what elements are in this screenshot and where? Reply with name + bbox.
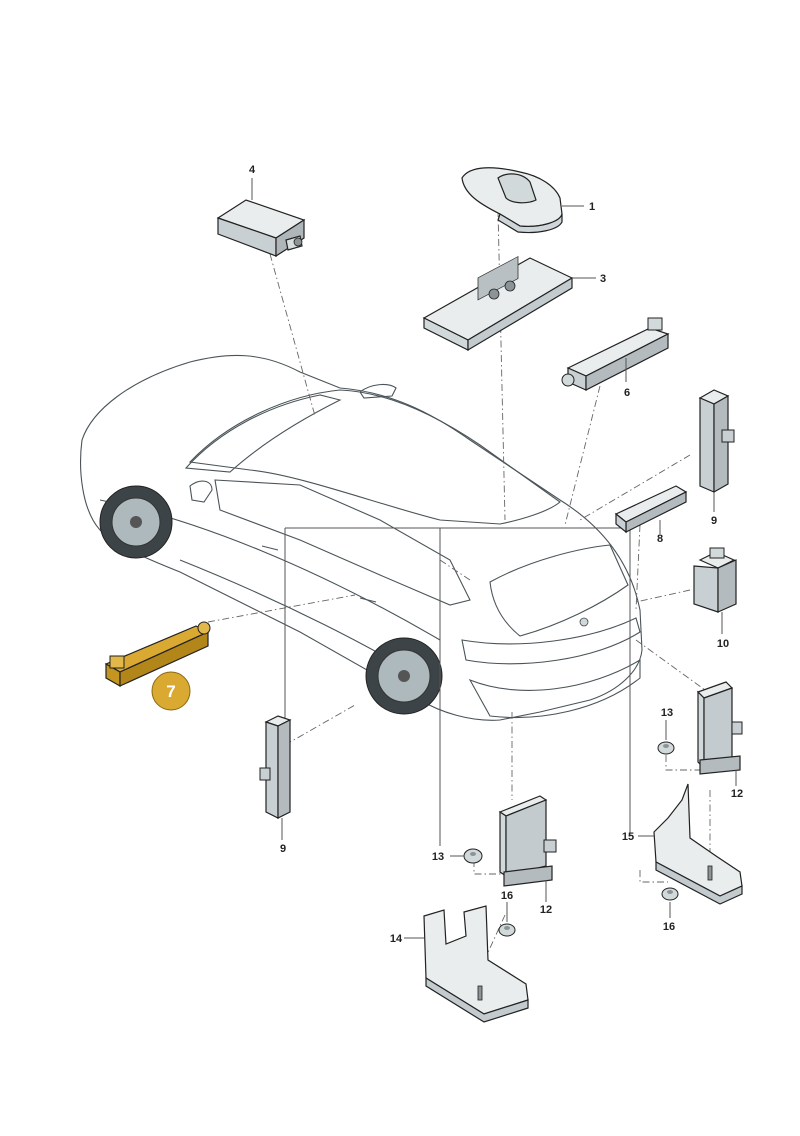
car-roof-fin [359, 383, 397, 399]
part-8-sensor-bar [614, 485, 688, 534]
car-rear-wheel [365, 637, 443, 715]
part-13-nut-lower [463, 848, 483, 864]
label-part-4: 4 [249, 164, 256, 176]
car-windshield [184, 394, 342, 473]
car-rear-bumper [468, 659, 641, 719]
label-part-16-center: 16 [501, 890, 513, 902]
part-1-roof-antenna [461, 167, 563, 234]
part-3-roof-module [422, 255, 574, 352]
part-7-label: 7 [166, 682, 175, 701]
label-part-8: 8 [657, 533, 663, 545]
label-part-9-lower: 9 [280, 843, 286, 855]
part-12-bracket-unit-center [498, 795, 557, 887]
part-4-control-unit [216, 199, 306, 258]
car-door-handle [359, 597, 377, 603]
part-16-nut-right [661, 887, 679, 901]
part-14-mounting-bracket [423, 905, 529, 1023]
car-illustration [80, 354, 643, 721]
label-part-9-upper: 9 [711, 515, 717, 527]
label-part-1: 1 [589, 201, 595, 213]
part-labels: 1 3 4 6 8 9 9 10 12 12 13 13 14 15 16 16 [249, 164, 743, 945]
label-leaders [251, 178, 737, 939]
connection-lines [207, 209, 718, 971]
label-part-12-right: 12 [731, 788, 743, 800]
part-12-bracket-unit-right [696, 681, 743, 775]
part-16-nut-center [498, 923, 516, 937]
part-7-callout: 7 [151, 671, 191, 711]
label-part-13-upper: 13 [661, 707, 673, 719]
part-15-mounting-bracket [653, 783, 743, 905]
label-part-14: 14 [390, 933, 403, 945]
label-part-6: 6 [624, 387, 630, 399]
label-part-15: 15 [622, 831, 634, 843]
label-part-13-lower: 13 [432, 851, 444, 863]
car-mirror [189, 480, 213, 503]
part-9-module-upper [698, 389, 735, 494]
car-side-windows [214, 479, 471, 606]
part-10-control-unit [693, 547, 737, 613]
part-9-module-lower [259, 715, 292, 819]
car-roof [188, 389, 561, 525]
car-rear-window [489, 544, 629, 637]
car-badge [579, 617, 589, 627]
part-7-highlighted-module [104, 621, 211, 688]
label-part-12-center: 12 [540, 904, 552, 916]
car-rear-lights [461, 617, 641, 665]
label-part-16-right: 16 [663, 921, 675, 933]
part-13-nut-upper [657, 741, 675, 755]
label-part-3: 3 [600, 273, 606, 285]
label-part-10: 10 [717, 638, 729, 650]
car-front-wheel [99, 485, 173, 559]
part-6-antenna-amplifier [561, 317, 670, 391]
car-door-handle [261, 545, 279, 551]
